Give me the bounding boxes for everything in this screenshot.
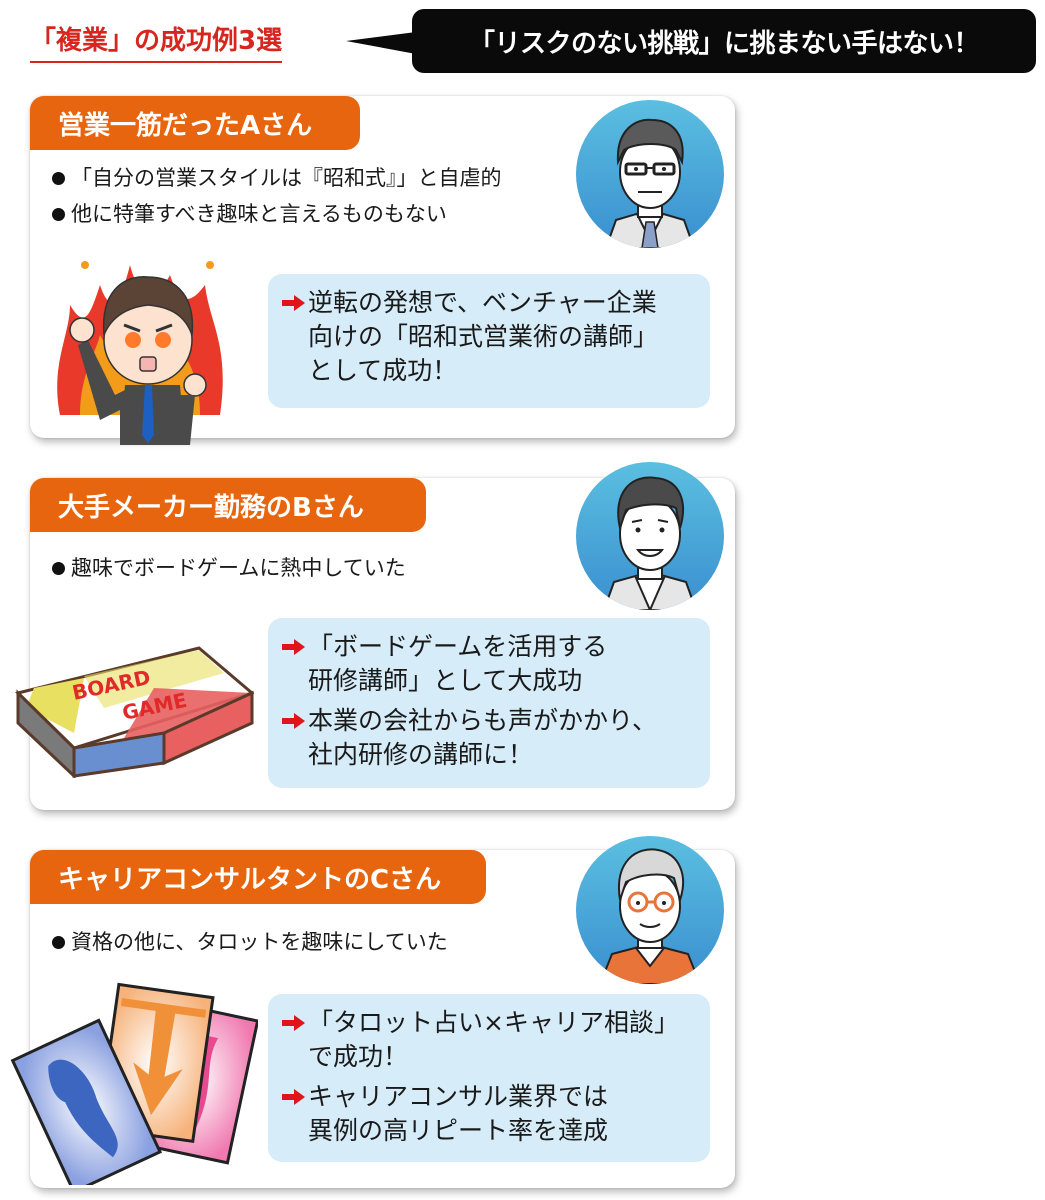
bullet-icon	[52, 561, 65, 575]
businessman-glasses-avatar-icon	[576, 100, 724, 248]
result-item: 「タロット占い×キャリア相談」 で成功！	[282, 1006, 696, 1074]
result-box: 「ボードゲームを活用する 研修講師」として大成功 本業の会社からも声がかかり、 …	[268, 618, 710, 788]
bullet-text: 他に特筆すべき趣味と言えるものもない	[71, 202, 447, 226]
bullet-icon	[52, 207, 65, 221]
red-arrow-icon	[282, 630, 308, 664]
list-item: 趣味でボードゲームに熱中していた	[52, 550, 406, 586]
case-tag: 大手メーカー勤務のBさん	[30, 478, 426, 532]
bullet-icon	[52, 171, 65, 185]
tarot-cards-illustration-icon	[10, 982, 258, 1185]
result-text: 逆転の発想で、ベンチャー企業 向けの「昭和式営業術の講師」 として成功！	[308, 288, 659, 385]
result-text: 「タロット占い×キャリア相談」 で成功！	[308, 1008, 679, 1071]
bullet-icon	[52, 935, 65, 949]
result-item: 「ボードゲームを活用する 研修講師」として大成功	[282, 630, 696, 698]
speech-tail-icon	[346, 32, 416, 54]
bullet-text: 「自分の営業スタイルは『昭和式』」と自虐的	[71, 166, 502, 190]
speech-bubble-text: 「リスクのない挑戦」に挑まない手はない！	[468, 28, 980, 59]
result-box: 「タロット占い×キャリア相談」 で成功！ キャリアコンサル業界では 異例の高リピ…	[268, 994, 710, 1162]
smiling-man-avatar-icon	[576, 462, 724, 610]
list-item: 他に特筆すべき趣味と言えるものもない	[52, 196, 502, 232]
background-list: 「自分の営業スタイルは『昭和式』」と自虐的 他に特筆すべき趣味と言えるものもない	[52, 160, 502, 232]
result-item: キャリアコンサル業界では 異例の高リピート率を達成	[282, 1080, 696, 1148]
result-item: 本業の会社からも声がかかり、 社内研修の講師に！	[282, 704, 696, 772]
speech-bubble: 「リスクのない挑戦」に挑まない手はない！	[412, 9, 1036, 73]
red-arrow-icon	[282, 1080, 308, 1114]
red-arrow-icon	[282, 1006, 308, 1040]
page-title: 「複業」の成功例3選	[30, 20, 283, 63]
background-list: 資格の他に、タロットを趣味にしていた	[52, 924, 448, 960]
background-list: 趣味でボードゲームに熱中していた	[52, 550, 406, 586]
result-text: 本業の会社からも声がかかり、 社内研修の講師に！	[308, 706, 658, 769]
gray-haired-man-orange-glasses-avatar-icon	[576, 836, 724, 984]
red-arrow-icon	[282, 286, 308, 320]
bullet-text: 資格の他に、タロットを趣味にしていた	[71, 930, 448, 954]
list-item: 資格の他に、タロットを趣味にしていた	[52, 924, 448, 960]
result-text: キャリアコンサル業界では 異例の高リピート率を達成	[308, 1082, 609, 1145]
board-game-box-illustration-icon: BOARD GAME	[15, 646, 254, 778]
case-tag: キャリアコンサルタントのCさん	[30, 850, 486, 904]
result-box: 逆転の発想で、ベンチャー企業 向けの「昭和式営業術の講師」 として成功！	[268, 274, 710, 408]
bullet-text: 趣味でボードゲームに熱中していた	[71, 556, 406, 580]
list-item: 「自分の営業スタイルは『昭和式』」と自虐的	[52, 160, 502, 196]
result-text: 「ボードゲームを活用する 研修講師」として大成功	[308, 632, 608, 695]
case-tag: 営業一筋だったAさん	[30, 96, 360, 150]
red-arrow-icon	[282, 704, 308, 738]
fired-up-businessman-illustration-icon	[57, 261, 223, 445]
result-item: 逆転の発想で、ベンチャー企業 向けの「昭和式営業術の講師」 として成功！	[282, 286, 696, 388]
